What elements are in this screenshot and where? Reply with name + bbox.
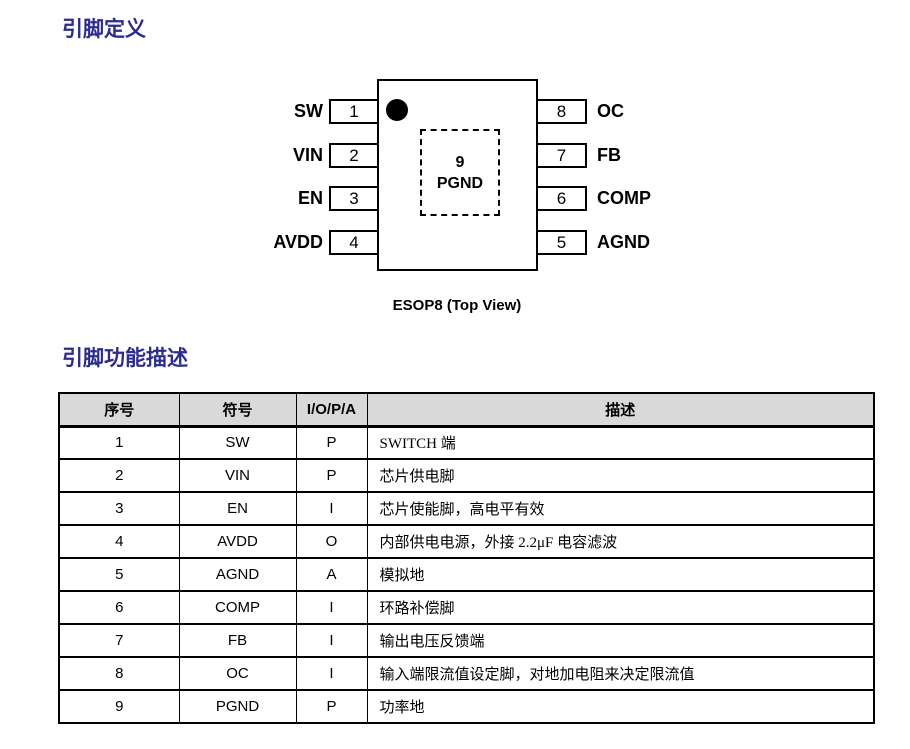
pin-2-label: VIN: [292, 145, 323, 165]
table-cell-desc: 功率地: [366, 689, 875, 724]
table-cell-no: 5: [58, 557, 180, 592]
pin-8-label: OC: [597, 101, 624, 121]
table-cell-iopa: P: [295, 689, 368, 724]
diagram-caption: ESOP8 (Top View): [392, 297, 522, 314]
section-title-pin-definition: 引脚定义: [62, 18, 146, 41]
pin-4-label: AVDD: [273, 232, 323, 252]
table-cell-no: 9: [58, 689, 180, 724]
table-cell-desc: SWITCH 端: [366, 425, 875, 460]
table-cell-no: 4: [58, 524, 180, 559]
pin-3-box: 3: [329, 186, 379, 211]
pin-6-label: COMP: [597, 188, 651, 208]
pin-1-box: 1: [329, 99, 379, 124]
thermal-pad-box: 9 PGND: [420, 129, 500, 216]
pin-3-label: EN: [297, 188, 323, 208]
table-cell-symbol: FB: [178, 623, 297, 658]
section-title-pin-function: 引脚功能描述: [62, 347, 188, 370]
thermal-pad-number: 9: [455, 153, 465, 171]
table-header-cell: 符号: [178, 392, 297, 428]
table-cell-iopa: A: [295, 557, 368, 592]
table-cell-no: 1: [58, 425, 180, 460]
table-cell-iopa: P: [295, 425, 368, 460]
table-cell-symbol: EN: [178, 491, 297, 526]
thermal-pad-label: PGND: [436, 174, 484, 192]
table-cell-symbol: AGND: [178, 557, 297, 592]
table-cell-desc: 芯片供电脚: [366, 458, 875, 493]
table-cell-symbol: VIN: [178, 458, 297, 493]
pin-5-label: AGND: [597, 232, 650, 252]
table-cell-desc: 模拟地: [366, 557, 875, 592]
table-cell-iopa: I: [295, 623, 368, 658]
table-cell-no: 7: [58, 623, 180, 658]
pin-8-box: 8: [536, 99, 587, 124]
table-cell-symbol: SW: [178, 425, 297, 460]
pin-2-box: 2: [329, 143, 379, 168]
table-header-cell: 描述: [366, 392, 875, 428]
table-cell-desc: 环路补偿脚: [366, 590, 875, 625]
table-cell-no: 8: [58, 656, 180, 691]
pin1-marker-icon: [386, 99, 408, 121]
pin-1-label: SW: [294, 101, 323, 121]
table-cell-symbol: COMP: [178, 590, 297, 625]
table-header-cell: 序号: [58, 392, 180, 428]
pin-4-box: 4: [329, 230, 379, 255]
pin-7-box: 7: [536, 143, 587, 168]
table-cell-iopa: I: [295, 656, 368, 691]
table-cell-symbol: AVDD: [178, 524, 297, 559]
table-cell-desc: 输入端限流值设定脚，对地加电阻来决定限流值: [366, 656, 875, 691]
table-cell-iopa: I: [295, 491, 368, 526]
table-cell-iopa: O: [295, 524, 368, 559]
pin-7-label: FB: [597, 145, 621, 165]
table-cell-symbol: PGND: [178, 689, 297, 724]
table-cell-symbol: OC: [178, 656, 297, 691]
table-cell-desc: 芯片使能脚，高电平有效: [366, 491, 875, 526]
table-cell-desc: 输出电压反馈端: [366, 623, 875, 658]
pin-6-box: 6: [536, 186, 587, 211]
table-cell-no: 6: [58, 590, 180, 625]
table-header-cell: I/O/P/A: [295, 392, 368, 428]
table-cell-iopa: P: [295, 458, 368, 493]
table-cell-no: 3: [58, 491, 180, 526]
table-cell-no: 2: [58, 458, 180, 493]
table-cell-iopa: I: [295, 590, 368, 625]
pin-5-box: 5: [536, 230, 587, 255]
table-cell-desc: 内部供电电源，外接 2.2μF 电容滤波: [366, 524, 875, 559]
